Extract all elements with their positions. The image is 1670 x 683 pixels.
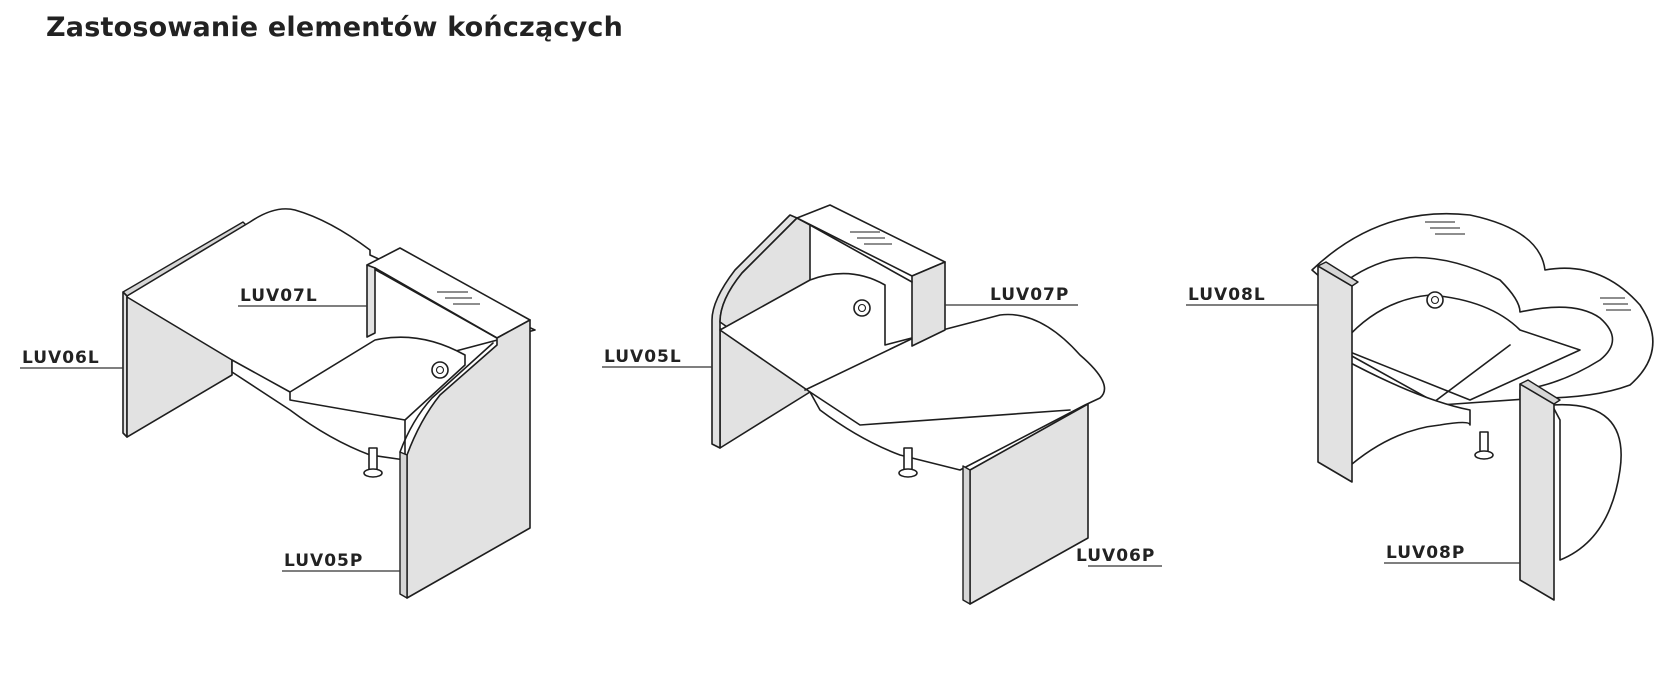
desk2-leg-foot <box>898 468 918 478</box>
luv08l-end-panel <box>1317 265 1353 483</box>
desk3-front-body <box>1551 403 1622 561</box>
luv08p-panel-top <box>1519 379 1561 405</box>
desk2-riser-line <box>809 224 913 283</box>
desk2-grommet-icon <box>853 299 871 317</box>
desk1-work-surface <box>289 336 466 421</box>
desk3-surface-seam <box>1429 344 1511 406</box>
luv08p-end-panel <box>1519 383 1555 601</box>
desk1-leg <box>368 447 378 471</box>
desk3-grommet-inner <box>1430 295 1440 305</box>
luv05p-front-curve <box>399 342 494 453</box>
desk-configuration-2 <box>711 204 1106 605</box>
luv07p-end-panel <box>911 261 946 347</box>
desk3-glass-mark-1-icon <box>1425 221 1465 235</box>
luv05p-end-panel <box>406 319 531 599</box>
desk1-grommet-icon <box>431 361 449 379</box>
label-luv07p: LUV07P <box>990 285 1069 305</box>
desk-configuration-1 <box>122 208 536 599</box>
label-luv06l: LUV06L <box>22 348 100 368</box>
desk1-leg-foot <box>363 468 383 478</box>
label-luv08p: LUV08P <box>1386 543 1465 563</box>
label-luv05p: LUV05P <box>284 551 363 571</box>
desk1-riser-line <box>374 267 498 339</box>
label-luv08l: LUV08L <box>1188 285 1266 305</box>
desk3-modesty-panel <box>1344 359 1471 471</box>
luv05p-panel-edge <box>399 451 408 599</box>
desk3-leg <box>1479 431 1489 453</box>
desk1-grommet-inner <box>435 365 445 375</box>
luv08l-panel-top <box>1317 261 1359 287</box>
desk2-leg <box>903 447 913 471</box>
desk2-desktop-edge <box>809 391 1071 426</box>
luv06l-end-panel <box>126 296 233 438</box>
desk3-glass-mark-2-icon <box>1600 297 1631 311</box>
desk3-grommet-icon <box>1426 291 1444 309</box>
label-luv06p: LUV06P <box>1076 546 1155 566</box>
desk1-glass-mark-icon <box>437 291 480 305</box>
desk3-leg-foot <box>1474 450 1494 460</box>
luv06p-panel-edge <box>962 465 971 605</box>
desk2-surface-seam <box>804 329 931 391</box>
desk2-grommet-inner <box>857 303 867 313</box>
desk-configuration-3 <box>1311 212 1654 601</box>
luv07l-side-panel <box>366 264 376 338</box>
label-luv05l: LUV05L <box>604 347 682 367</box>
label-luv07l: LUV07L <box>240 286 318 306</box>
page-title: Zastosowanie elementów kończących <box>46 12 624 43</box>
desk2-desktop <box>719 272 1106 471</box>
luv07p-top <box>796 204 946 277</box>
desk2-glass-mark-icon <box>850 231 892 245</box>
